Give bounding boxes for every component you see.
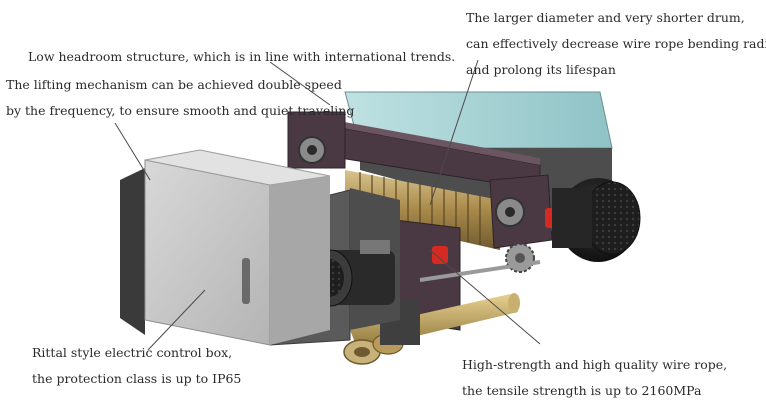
control-box-right [270, 176, 330, 345]
caption-control-box-line2: the protection class is up to IP65 [32, 371, 242, 386]
caption-wire-rope-line2: the tensile strength is up to 2160MPa [462, 383, 702, 398]
travel-shaft [419, 260, 541, 282]
caption-lifting-line1: The lifting mechanism can be achieved do… [6, 77, 342, 92]
caption-lifting: The lifting mechanism can be achieved do… [6, 72, 354, 124]
caption-drum-line2: can effectively decrease wire rope bendi… [466, 36, 766, 51]
caption-drum: The larger diameter and very shorter dru… [466, 5, 766, 83]
door-lock [242, 258, 250, 304]
caption-wire-rope-line1: High-strength and high quality wire rope… [462, 357, 728, 372]
upper-frame-top [290, 112, 540, 165]
caption-drum-line3: and prolong its lifespan [466, 62, 616, 77]
caption-headroom-line1: Low headroom structure, which is in line… [28, 49, 456, 64]
leader-lines [114, 59, 541, 351]
caption-headroom: Low headroom structure, which is in line… [28, 44, 455, 70]
caption-wire-rope: High-strength and high quality wire rope… [462, 352, 727, 404]
control-box-front [144, 159, 271, 346]
caption-control-box-line1: Rittal style electric control box, [32, 345, 233, 360]
caption-lifting-line2: by the frequency, to ensure smooth and q… [6, 103, 355, 118]
motor-fan-cover [583, 181, 641, 255]
caption-control-box: Rittal style electric control box, the p… [32, 340, 241, 392]
caption-drum-line1: The larger diameter and very shorter dru… [466, 10, 745, 25]
red-limit-part-left [432, 246, 448, 264]
control-box-side [120, 168, 145, 335]
